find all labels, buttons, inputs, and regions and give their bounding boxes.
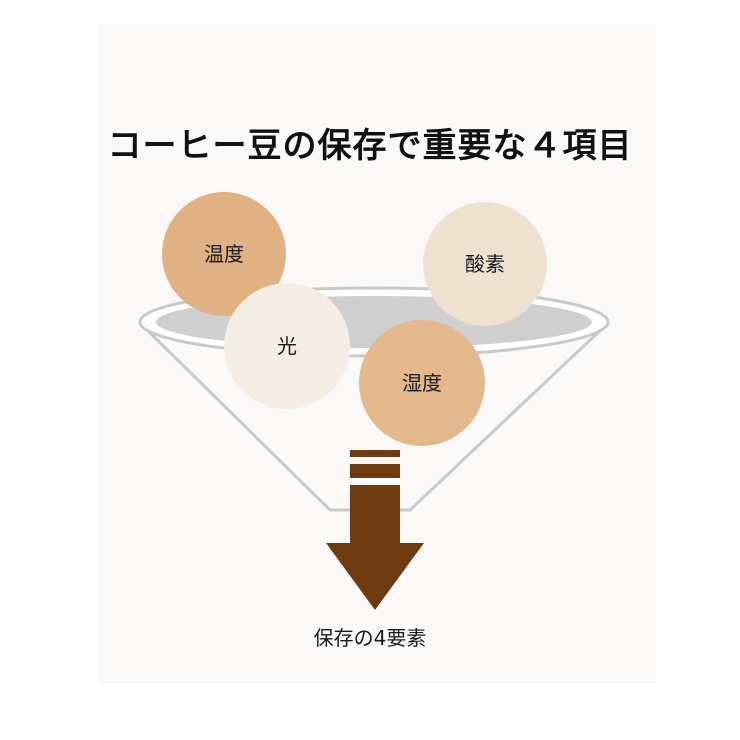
item-ball-light: 光	[224, 283, 350, 409]
item-ball-humidity: 湿度	[359, 320, 485, 446]
caption-text: 保存の4要素	[313, 626, 427, 650]
item-ball-oxygen: 酸素	[423, 202, 547, 326]
ball-circle	[423, 202, 547, 326]
ball-circle	[162, 192, 286, 316]
ball-circle	[224, 283, 350, 409]
ball-label: 湿度	[402, 371, 442, 395]
figure-title: コーヒー豆の保存で重要な４項目	[107, 126, 633, 166]
item-ball-temperature: 温度	[162, 192, 286, 316]
ball-label: 温度	[204, 242, 244, 266]
down-arrow-icon	[326, 450, 424, 610]
ball-label: 光	[277, 334, 297, 358]
ball-circle	[359, 320, 485, 446]
ball-label: 酸素	[465, 252, 505, 276]
